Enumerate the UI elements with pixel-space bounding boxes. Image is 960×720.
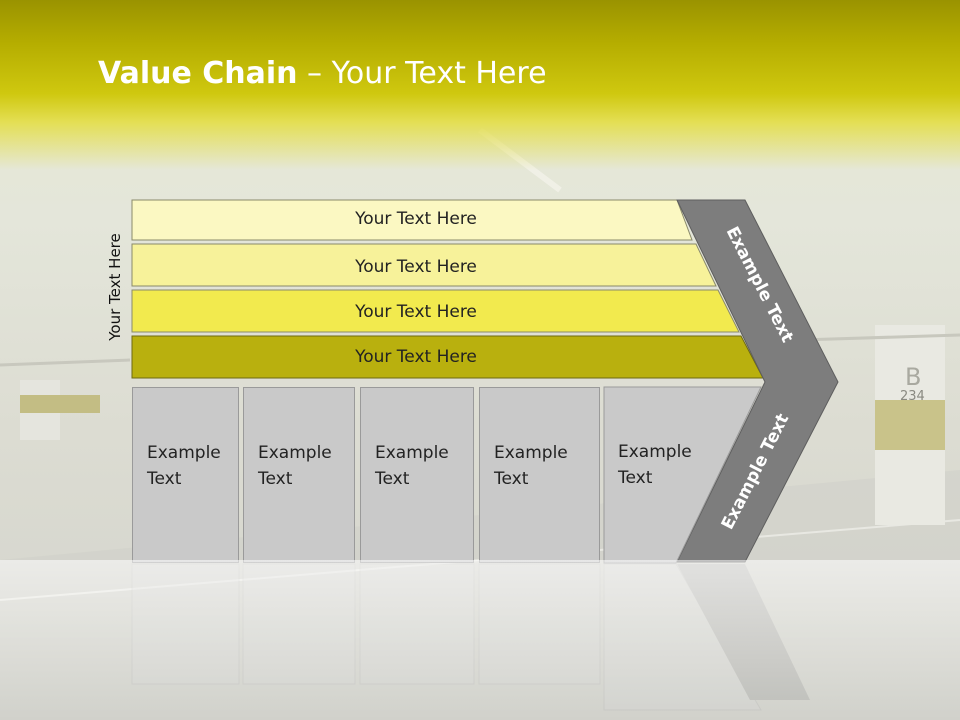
example-box-2: Example Text — [243, 387, 355, 563]
row-bar-2 — [131, 243, 717, 287]
row-label-3: Your Text Here — [354, 302, 477, 322]
box-line1: Example — [375, 443, 449, 463]
svg-text:234: 234 — [900, 389, 925, 404]
example-box-5: Example Text — [618, 439, 692, 491]
row-bar-3 — [131, 289, 740, 333]
box-line1: Example — [258, 443, 332, 463]
row-label-4: Your Text Here — [354, 347, 477, 367]
row-label-2: Your Text Here — [354, 257, 477, 277]
page-title: Value Chain – Your Text Here — [98, 56, 547, 91]
svg-text:B: B — [905, 363, 921, 391]
title-band — [0, 0, 960, 170]
row-bar-1 — [131, 199, 693, 241]
box-line2: Text — [147, 469, 182, 489]
box-line1: Example — [147, 443, 221, 463]
box-line2: Text — [375, 469, 410, 489]
reflection — [0, 560, 960, 720]
title-bold: Value Chain — [98, 56, 298, 91]
box-line2: Text — [618, 468, 653, 488]
box-line1: Example — [494, 443, 568, 463]
box-line2: Text — [494, 469, 529, 489]
example-box-3: Example Text — [360, 387, 474, 563]
example-box-1: Example Text — [132, 387, 239, 563]
box-line1: Example — [618, 442, 692, 462]
example-box-4: Example Text — [479, 387, 600, 563]
box-line2: Text — [258, 469, 293, 489]
title-rest: – Your Text Here — [297, 56, 547, 91]
row-label-1: Your Text Here — [354, 209, 477, 229]
